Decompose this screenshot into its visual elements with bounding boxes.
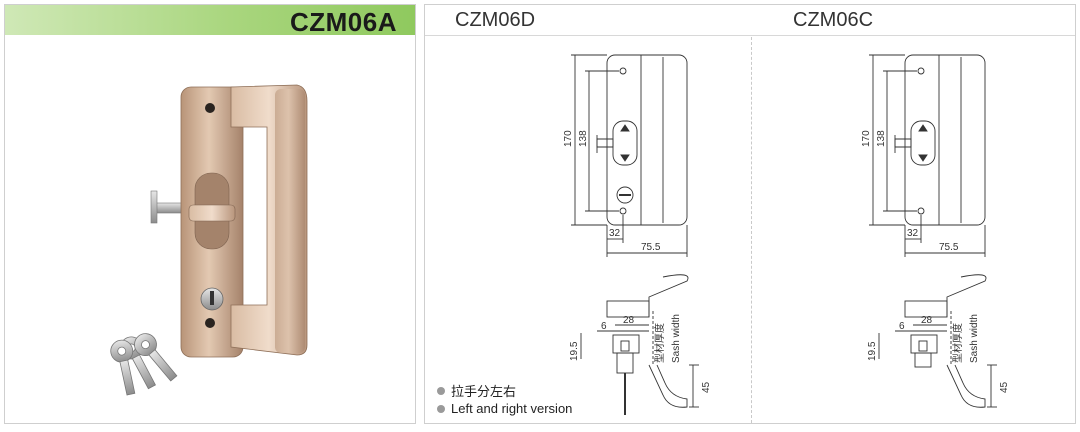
dim-height-total: 170 [563,130,574,147]
dim-side-45: 45 [701,381,712,393]
model-title-bar: CZM06A [5,5,415,37]
dim-width-total: 75.5 [939,242,959,253]
model-title: CZM06A [289,7,397,37]
bullet-icon [437,386,445,395]
dim-width-offset: 32 [609,228,621,239]
drawing-czm06d: 170 138 32 75.5 28 6 19.5 45 型材厚度 Sash w… [563,54,712,415]
dim-height-total: 170 [861,130,872,147]
dim-sash-width: Sash width [671,314,682,363]
dim-height-holes: 138 [876,130,887,147]
drawing-czm06c: 170 138 32 75.5 28 6 19.5 45 型材厚度 Sash w… [861,54,1010,408]
dim-side-28: 28 [623,315,635,326]
note-en-text: Left and right version [451,401,573,416]
dim-side-6: 6 [601,321,607,332]
dim-material-thickness: 型材厚度 [951,323,964,363]
variant-label-d: CZM06D [455,9,536,31]
dim-side-45: 45 [999,381,1010,393]
dim-side-28: 28 [921,315,933,326]
dim-side-19-5: 19.5 [569,341,580,361]
note-cn-text: 拉手分左右 [451,384,517,399]
variant-label-c: CZM06C [793,9,874,31]
product-photo-panel: CZM06A [4,4,416,424]
keys-illustration [110,333,178,396]
variant-divider [751,37,752,423]
dim-side-19-5: 19.5 [867,341,878,361]
handle-illustration [110,84,308,396]
dim-material-thickness: 型材厚度 [653,323,666,363]
dim-sash-width: Sash width [969,314,980,363]
screw-hole-bottom [205,318,215,328]
dim-side-6: 6 [899,321,905,332]
bullet-icon [437,404,445,413]
dim-height-holes: 138 [578,130,589,147]
technical-drawing-panel: CZM06D CZM06C [424,4,1076,424]
dim-width-offset: 32 [907,228,919,239]
note-cn: 拉手分左右 [437,381,516,400]
variant-header: CZM06D CZM06C [425,5,1075,36]
screw-hole-top [205,103,215,113]
note-en: Left and right version [437,401,572,416]
dim-width-total: 75.5 [641,242,661,253]
key-cylinder [200,287,224,311]
thumb-turn-lever [188,204,236,222]
